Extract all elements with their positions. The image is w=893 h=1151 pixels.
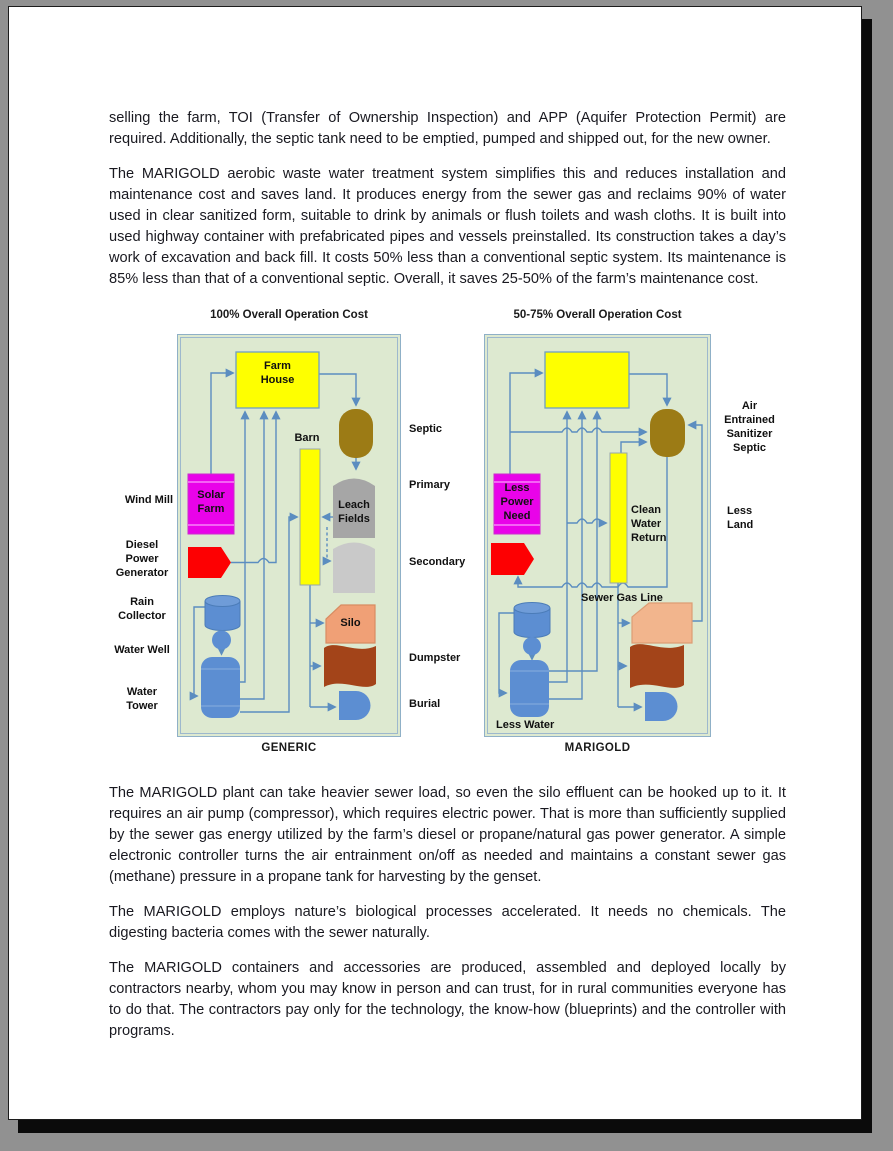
farmhouse-to-septic-line	[319, 373, 361, 407]
water-to-farmhouse-line-2	[549, 410, 587, 700]
secondary-label: Secondary	[409, 556, 466, 568]
air-entrained-sanitizer-septic-label: Air Entrained Sanitizer Septic	[724, 400, 775, 454]
dumpster-shape	[324, 645, 376, 687]
cleanwater-unit-to-septic-line	[620, 437, 648, 453]
sewer-gas-line-label: Sewer Gas Line	[581, 592, 663, 604]
paragraph-5: The MARIGOLD containers and accessories …	[109, 960, 786, 1039]
marigold-diagram-title: 50-75% Overall Operation Cost	[513, 309, 682, 321]
leach-field-primary-shape	[333, 478, 375, 538]
burial-shape	[645, 692, 678, 721]
generic-diagram-title: 100% Overall Operation Cost	[210, 309, 368, 321]
less-power-need-shape	[493, 473, 541, 535]
barn-label: Barn	[294, 432, 320, 444]
clean-water-unit-shape	[609, 452, 628, 584]
farm-house-shape	[544, 351, 630, 409]
air-feed-to-septic-line	[510, 427, 648, 437]
raincollector-to-tank-line	[498, 612, 514, 698]
page-content: selling the farm, TOI (Transfer of Owner…	[109, 108, 786, 1056]
silo-shape	[631, 602, 693, 644]
rain-collector-shape	[204, 595, 241, 631]
dumpster-shape	[630, 644, 684, 688]
water-to-farmhouse-line-3	[549, 410, 602, 672]
water-well-shape	[212, 630, 231, 650]
document-page: selling the farm, TOI (Transfer of Owner…	[8, 6, 862, 1120]
septic-tank-shape	[339, 409, 373, 458]
watertower-to-farmhouse-line-2	[240, 410, 269, 700]
watertower-to-barn-line	[240, 512, 299, 713]
burial-label: Burial	[409, 698, 441, 710]
burial-shape	[339, 691, 371, 720]
comparison-figure: 100% Overall Operation Cost 50-75% Overa…	[109, 304, 786, 761]
farmhouse-to-septic-line	[629, 373, 672, 407]
solar-farm-label: Solar Farm	[197, 489, 225, 515]
septic-label: Septic	[409, 423, 443, 435]
leach-fields-label: Leach Fields	[338, 499, 370, 525]
rain-collector-label: Rain Collector	[118, 596, 166, 622]
diesel-to-farmhouse-line	[231, 410, 281, 564]
silo-label: Silo	[340, 617, 361, 629]
primary-label: Primary	[409, 479, 450, 491]
water-tower-shape	[201, 657, 240, 718]
leach-field-secondary-shape	[333, 542, 375, 593]
paragraph-3: The MARIGOLD plant can take heavier sewe…	[109, 785, 786, 885]
generic-diagram-caption: GENERIC	[261, 742, 317, 754]
rain-collector-shape	[513, 602, 551, 638]
diesel-power-generator-label: Diesel Power Generator	[115, 539, 169, 579]
farm-house-shape	[235, 351, 320, 409]
silo-shape	[325, 604, 376, 644]
marigold-diagram-panel: Less Power Need Clean Water Return Sewer…	[484, 334, 711, 737]
water-to-farmhouse-line-1	[549, 410, 572, 683]
water-tower-label: Water Tower	[126, 686, 158, 712]
dumpster-label: Dumpster	[409, 652, 461, 664]
paragraph-4: The MARIGOLD employs nature’s biological…	[109, 904, 786, 941]
diesel-generator-shape	[188, 547, 231, 578]
solar-farm-shape	[187, 473, 235, 535]
water-well-shape	[523, 637, 541, 655]
raincollector-to-tower-line	[189, 606, 205, 701]
silo-to-septic-line	[687, 420, 703, 622]
generic-diagram-panel: Farm House Barn Solar Farm Leach Fields …	[177, 334, 401, 737]
lesspower-to-farmhouse-line	[509, 368, 544, 474]
generic-diagram-canvas	[187, 351, 376, 720]
water-to-cleanwater-unit-line	[567, 518, 608, 528]
farm-house-label: Farm House	[260, 360, 295, 386]
marigold-diagram-canvas	[491, 351, 703, 721]
diesel-generator-shape	[491, 543, 534, 575]
marigold-diagram-caption: MARIGOLD	[564, 742, 631, 754]
air-septic-shape	[650, 409, 685, 457]
barn-shape	[299, 448, 321, 586]
watertower-to-farmhouse-line-1	[240, 410, 250, 683]
wind-mill-label: Wind Mill	[124, 494, 173, 506]
less-water-label: Less Water	[496, 719, 555, 731]
less-land-label: Less Land	[727, 505, 754, 531]
water-well-label: Water Well	[114, 644, 170, 656]
leachfield-to-secondary-dashed-line	[322, 527, 332, 566]
solar-to-farmhouse-line	[210, 368, 235, 474]
clean-water-return-label: Clean Water Return	[631, 504, 667, 544]
less-power-need-label: Less Power Need	[500, 482, 534, 522]
paragraph-2: The MARIGOLD aerobic waste water treatme…	[109, 166, 786, 287]
paragraph-1: selling the farm, TOI (Transfer of Owner…	[109, 110, 786, 147]
water-tank-shape	[510, 660, 549, 717]
